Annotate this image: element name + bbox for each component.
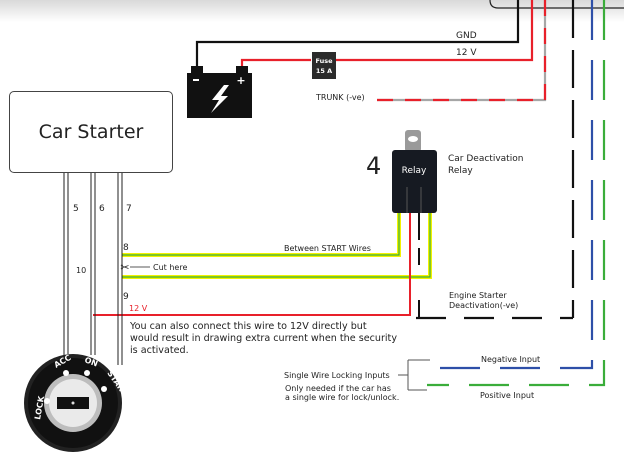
- ignition-switch[interactable]: LOCK ACC ON START: [24, 353, 129, 452]
- wire-8-green: [122, 213, 400, 256]
- gnd-label: GND: [456, 31, 477, 41]
- relay-ground-wire: [418, 213, 430, 319]
- engine-starter-label-1: Engine Starter: [449, 291, 507, 300]
- 12v-label: 12 V: [456, 48, 477, 58]
- locking-inputs-title: Single Wire Locking Inputs: [284, 371, 390, 380]
- car-starter-box: Car Starter: [9, 91, 173, 173]
- engine-starter-label-2: Deactivation(-ve): [449, 301, 519, 310]
- fuse: [312, 52, 336, 79]
- wire-number-7: 7: [126, 204, 132, 214]
- relay-label: Relay: [402, 166, 427, 176]
- battery-icon: +: [187, 66, 252, 118]
- fuse-label-1: Fuse: [315, 57, 333, 65]
- cut-here-label: Cut here: [153, 263, 188, 272]
- wire-number-10: 10: [76, 266, 87, 275]
- locking-bracket: [398, 359, 430, 391]
- locking-note-line-1: Only needed if the car has: [285, 384, 391, 393]
- trunk-wire-red: [377, 0, 547, 102]
- 12v-wire: [240, 0, 534, 74]
- wire-10-green: [122, 213, 431, 278]
- starter-wires: [63, 173, 123, 365]
- locking-note: Only needed if the car has a single wire…: [285, 384, 400, 402]
- relay-description-1: Car Deactivation: [448, 154, 524, 164]
- relay-number: 4: [366, 152, 382, 180]
- note-line-3: is activated.: [130, 345, 189, 356]
- ignition-on-label: ON: [83, 355, 99, 368]
- relay: Relay: [392, 130, 437, 213]
- locking-note-line-2: a single wire for lock/unlock.: [285, 392, 400, 402]
- car-starter-label: Car Starter: [38, 121, 144, 143]
- ignition-lock-label: LOCK: [33, 395, 46, 421]
- gnd-wire: [195, 0, 520, 74]
- wire-number-8: 8: [123, 243, 129, 253]
- wire-number-9: 9: [123, 292, 129, 302]
- positive-input-wire: [427, 0, 606, 387]
- scissors-icon: ✂: [120, 261, 129, 274]
- relay-description-2: Relay: [448, 166, 473, 176]
- wire-8-label: Between START Wires: [284, 244, 371, 253]
- note-line-2: would result in drawing extra current wh…: [130, 333, 397, 344]
- frame-line: [489, 0, 624, 9]
- battery-plus: +: [236, 74, 245, 87]
- wire-number-5: 5: [73, 204, 79, 214]
- trunk-label: TRUNK (-ve): [316, 93, 365, 102]
- wire-number-6: 6: [99, 204, 105, 214]
- fuse-label-2: 15 A: [316, 67, 332, 75]
- note-line-1: You can also connect this wire to 12V di…: [130, 321, 367, 332]
- wire-9-red: [93, 213, 411, 316]
- top-gradient: [0, 0, 624, 22]
- wire-9-voltage: 12 V: [129, 304, 148, 313]
- negative-input-label: Negative Input: [481, 355, 541, 364]
- negative-input-wire: [427, 0, 594, 370]
- connection-note: You can also connect this wire to 12V di…: [130, 321, 397, 357]
- positive-input-label: Positive Input: [480, 391, 535, 400]
